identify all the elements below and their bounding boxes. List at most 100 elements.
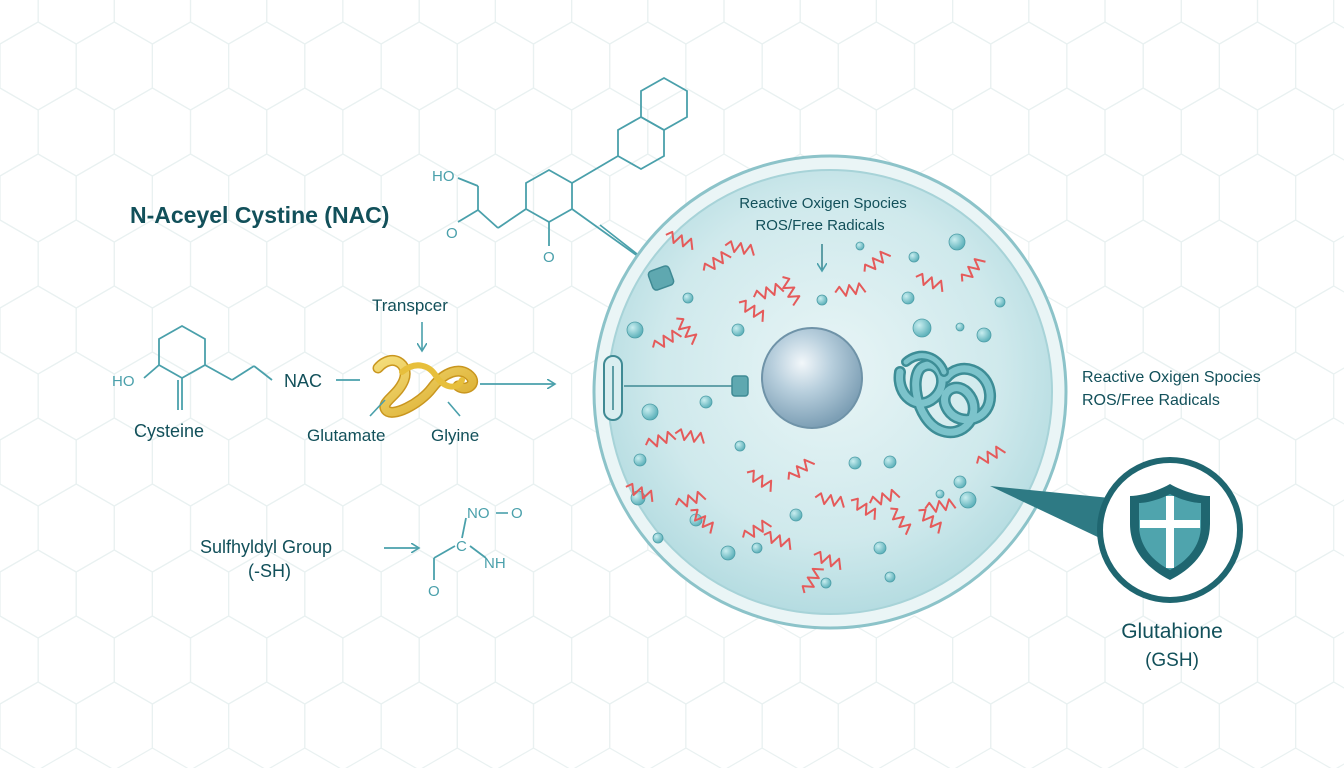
vesicle <box>682 292 694 304</box>
hex-cell <box>0 153 77 243</box>
hex-cell <box>113 0 192 45</box>
hex-cell <box>189 219 268 309</box>
glutathione-callout-pointer <box>990 486 1110 540</box>
free-radicals <box>625 230 1007 594</box>
hex-cell <box>37 483 115 573</box>
glutamate-connector <box>369 399 386 417</box>
hex-cell <box>647 87 725 177</box>
hex-cell <box>266 483 344 573</box>
hex-cell <box>1142 285 1221 375</box>
hex-cell <box>570 615 649 705</box>
hex-cell <box>913 681 992 768</box>
vesicle <box>948 233 966 251</box>
hex-cell <box>1066 285 1144 375</box>
hex-cell <box>75 153 153 243</box>
hex-cell <box>75 549 153 639</box>
free-radical-icon <box>863 250 892 272</box>
hex-cell <box>113 219 192 309</box>
hex-cell <box>0 549 77 639</box>
hex-cell <box>1066 21 1144 111</box>
hex-cell <box>0 417 77 507</box>
vesicle <box>955 322 965 332</box>
hex-cell <box>75 21 153 111</box>
cell-vesicles <box>626 233 1006 589</box>
hex-cell <box>1180 0 1259 45</box>
nac-mol-o1: O <box>446 225 458 242</box>
free-radical-icon <box>742 519 773 538</box>
hex-cell <box>1142 21 1221 111</box>
hex-cell <box>1180 219 1259 309</box>
vesicle <box>734 440 746 452</box>
hex-cell <box>0 87 39 177</box>
naphthalene-ring-a <box>617 115 665 171</box>
nucleus-icon <box>761 327 863 429</box>
hex-cell <box>113 483 192 573</box>
nac-title: N-Aceyel Cystine (NAC) <box>130 202 389 228</box>
hex-cell <box>0 0 39 45</box>
hex-cell <box>0 285 77 375</box>
hex-cell <box>0 615 39 705</box>
hex-cell <box>151 21 230 111</box>
hex-cell <box>228 153 306 243</box>
vesicle <box>912 318 932 338</box>
hex-cell <box>266 615 344 705</box>
hex-cell <box>113 87 192 177</box>
hex-cell <box>1218 285 1297 375</box>
hex-cell <box>990 681 1068 768</box>
hex-cell <box>456 285 535 375</box>
free-radical-icon <box>787 458 816 480</box>
hex-cell <box>1028 87 1106 177</box>
hex-cell <box>266 0 344 45</box>
hex-cell <box>151 549 230 639</box>
hex-cell <box>990 549 1068 639</box>
vesicle <box>751 542 763 554</box>
vesicle <box>873 541 887 555</box>
hex-cell <box>1104 219 1182 309</box>
hex-cell <box>456 153 535 243</box>
sh-mol-no: NO <box>467 505 490 522</box>
vesicle <box>953 475 967 489</box>
free-radical-icon <box>960 258 986 282</box>
sh-mol-o-bottom: O <box>428 583 440 600</box>
hex-cell <box>532 549 611 639</box>
transporter-label: Transpcer <box>372 296 448 315</box>
hex-cell <box>0 483 39 573</box>
free-radical-icon <box>752 282 785 300</box>
hex-cell <box>494 219 573 309</box>
vesicle <box>633 453 647 467</box>
hex-cell <box>1294 417 1344 507</box>
free-radical-icon <box>918 508 942 534</box>
free-radical-icon <box>915 272 944 292</box>
nac-short-label: NAC <box>284 371 322 391</box>
hex-cell <box>1256 87 1335 177</box>
glutamate-label: Glutamate <box>307 426 385 445</box>
vesicle <box>883 455 897 469</box>
free-radical-icon <box>976 445 1007 464</box>
vesicle <box>976 327 992 343</box>
hex-cell <box>647 0 725 45</box>
hex-cell <box>951 0 1030 45</box>
hex-cell <box>228 21 306 111</box>
hex-cell <box>1294 153 1344 243</box>
hex-cell <box>37 615 115 705</box>
cysteine-molecule-structure <box>143 324 273 410</box>
free-radical-icon <box>702 251 732 271</box>
ros-right-line2: ROS/Free Radicals <box>1082 392 1220 409</box>
naphthalene-ring-b <box>640 76 688 132</box>
hex-cell <box>723 0 801 45</box>
vesicle <box>789 508 803 522</box>
hex-cell <box>685 21 763 111</box>
hex-cell <box>0 21 77 111</box>
free-radical-icon <box>674 428 705 444</box>
sh-mol-o-top: O <box>511 505 523 522</box>
hex-cell <box>37 0 115 45</box>
free-radical-icon <box>625 482 654 502</box>
hex-cell <box>266 87 344 177</box>
hex-cell <box>1256 219 1335 309</box>
hex-cell <box>342 219 420 309</box>
hex-cell <box>304 681 382 768</box>
free-radical-icon <box>738 299 765 322</box>
hex-cell <box>532 21 611 111</box>
hex-cell <box>456 21 535 111</box>
